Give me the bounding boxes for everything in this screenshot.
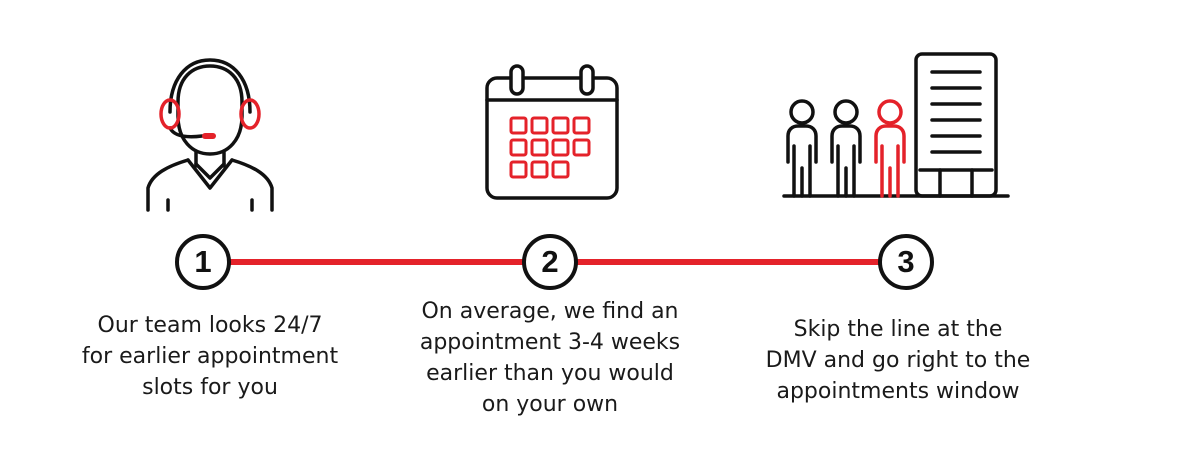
step-3-description: Skip the line at the DMV and go right to…: [733, 314, 1063, 407]
step-3-line: appointments window: [776, 379, 1020, 404]
step-1-line: for earlier appointment: [81, 344, 339, 369]
step-2-number: 2: [522, 234, 578, 290]
step-3-line: DMV and go right to the: [765, 348, 1031, 373]
calendar-icon: [485, 64, 619, 200]
people-line-building-icon: [782, 52, 1010, 198]
step-1-description: Our team looks 24/7 for earlier appointm…: [45, 310, 375, 403]
step-2-line: On average, we find an: [421, 299, 679, 324]
step-3-line: Skip the line at the: [793, 317, 1003, 342]
step-3-number: 3: [878, 234, 934, 290]
headset-agent-icon: [146, 58, 274, 212]
step-2-description: On average, we find an appointment 3-4 w…: [385, 296, 715, 420]
step-2-line: appointment 3-4 weeks: [419, 330, 681, 355]
step-1-number: 1: [175, 234, 231, 290]
step-2-line: earlier than you would: [426, 361, 674, 386]
step-2-line: on your own: [481, 392, 619, 417]
step-1-line: Our team looks 24/7: [97, 313, 323, 338]
step-1-line: slots for you: [142, 375, 278, 400]
